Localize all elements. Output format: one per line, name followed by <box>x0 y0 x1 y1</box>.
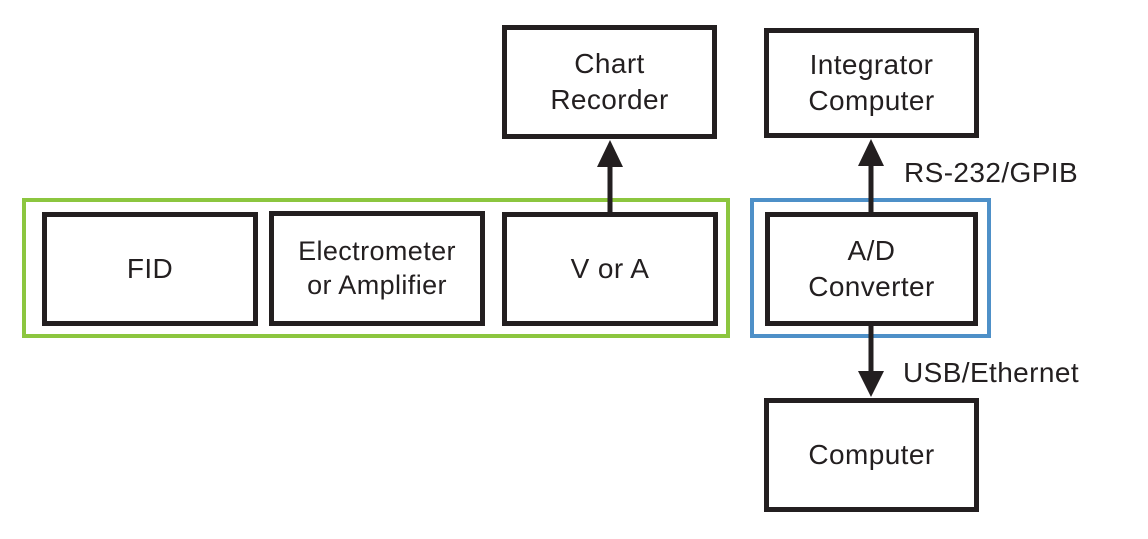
node-chart-recorder: Chart Recorder <box>502 25 717 139</box>
node-fid: FID <box>42 212 258 326</box>
edge-label-usb-ethernet: USB/Ethernet <box>903 357 1079 388</box>
edge-label-rs232-gpib: RS-232/GPIB <box>904 157 1079 188</box>
node-integrator-computer: Integrator Computer <box>764 28 979 138</box>
node-v-or-a: V or A <box>502 212 718 326</box>
node-computer: Computer <box>764 398 979 512</box>
node-electrometer-or-amplifier: Electrometer or Amplifier <box>269 211 485 326</box>
node-ad-converter: A/D Converter <box>765 212 978 326</box>
detector-group-frame <box>22 198 730 338</box>
